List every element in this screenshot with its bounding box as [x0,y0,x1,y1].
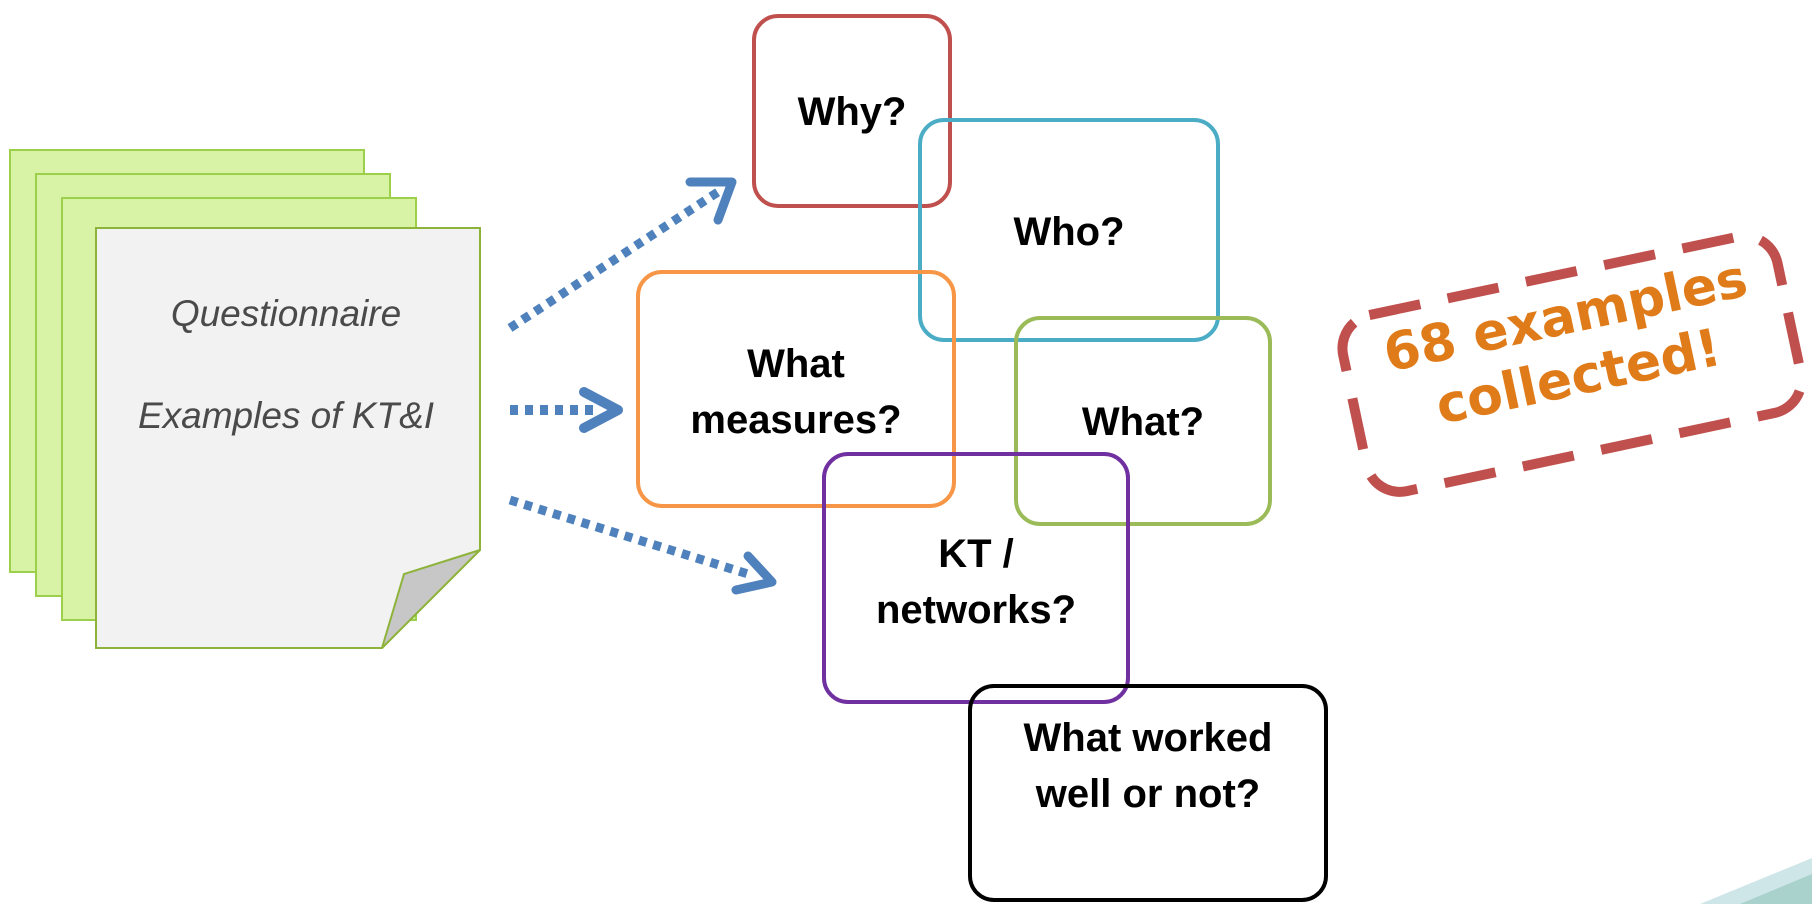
questionnaire-label: Questionnaire [170,293,402,334]
box-what-measures [636,270,956,508]
box-worked-well [968,684,1328,902]
label-what-measures: What measures? [690,342,902,442]
box-why [752,14,952,208]
arrow-up-head-icon [685,177,737,225]
arrow-down-head-icon [731,551,777,595]
label-who: Who? [1013,210,1125,254]
label-what: What? [1081,400,1205,444]
label-worked-well: What worked well or not? [1023,716,1273,816]
examples-label: Examples of KT&I [137,395,435,436]
label-why: Why? [797,90,907,134]
box-what [1014,316,1272,526]
arrow-up-line [507,188,721,332]
label-kt-networks: KT / networks? [875,532,1077,632]
page-curl-icon [381,549,481,649]
arrow-mid-head-icon [579,387,623,433]
box-who [918,118,1220,342]
arrow-down-line [508,495,750,579]
